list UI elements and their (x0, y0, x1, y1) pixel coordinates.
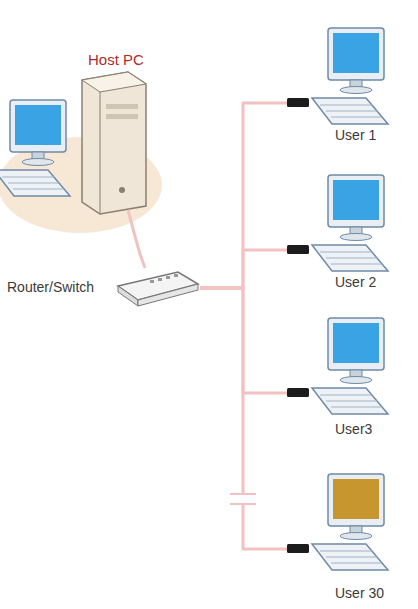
node-label: User 1 (335, 127, 376, 143)
host-cable (128, 210, 136, 240)
network-cable (200, 250, 288, 288)
node-label: User 30 (335, 585, 384, 601)
user-station: User 30 (288, 469, 413, 606)
network-cable (200, 103, 288, 288)
node-label: User3 (335, 421, 372, 437)
line-break-mark (230, 503, 256, 505)
node-label: User 2 (335, 274, 376, 290)
user-station: User3 (288, 313, 413, 443)
network-cable (136, 240, 145, 268)
user-computer (312, 175, 388, 271)
extender-unit (287, 388, 309, 397)
router-switch: Router/Switch (5, 268, 200, 308)
router-icon (118, 272, 198, 306)
node-label: Host PC (88, 51, 144, 68)
user-computer (312, 318, 388, 414)
node-label: Router/Switch (7, 279, 94, 295)
host-pc: Host PC (0, 45, 165, 240)
network-cable (200, 288, 288, 549)
user-computer (312, 28, 388, 124)
user-computer (312, 474, 388, 570)
extender-unit (287, 544, 309, 553)
line-break-mark (230, 493, 256, 495)
extender-unit (287, 98, 309, 107)
line-break-gap (234, 494, 252, 504)
host-computer (0, 100, 70, 196)
host-tower (82, 72, 146, 214)
user-station: User 2 (288, 170, 413, 295)
user-station: User 1 (288, 23, 413, 148)
extender-unit (287, 245, 309, 254)
